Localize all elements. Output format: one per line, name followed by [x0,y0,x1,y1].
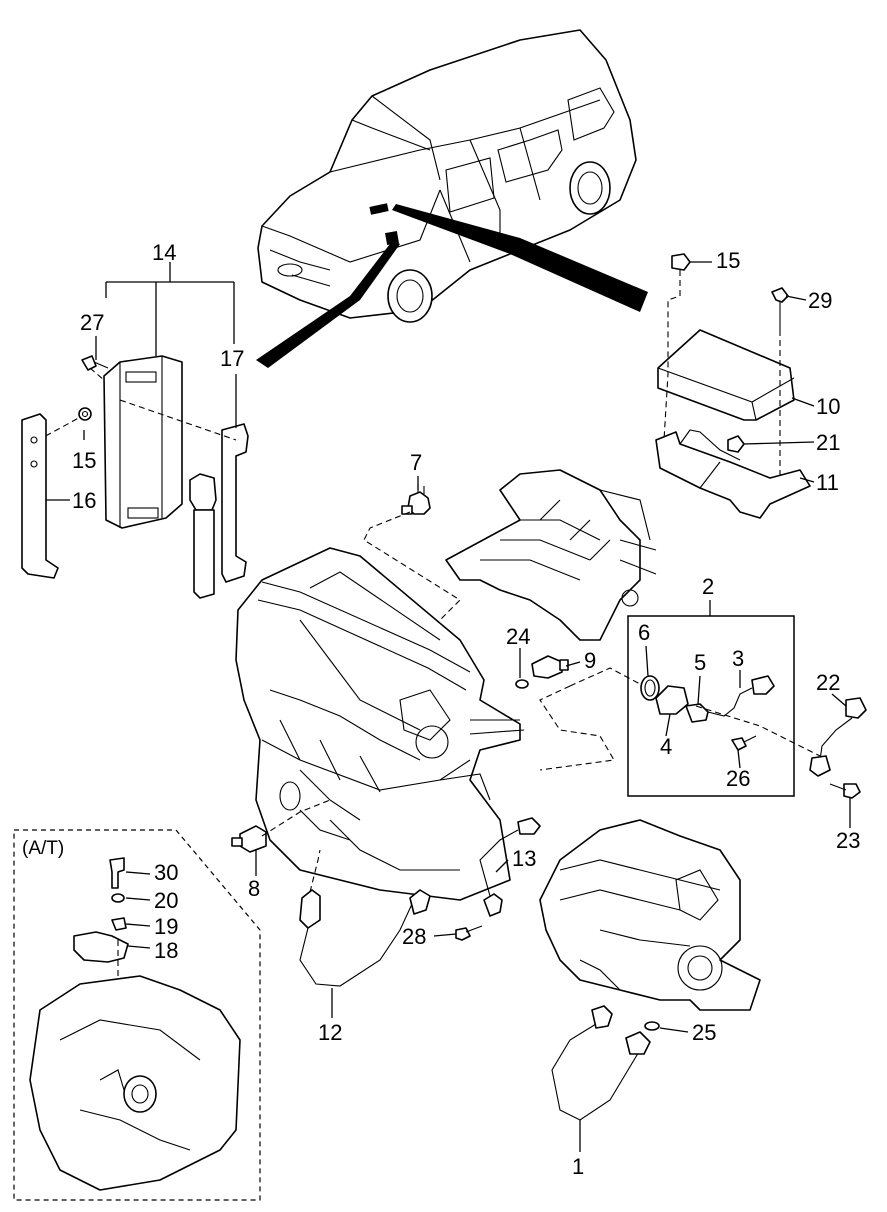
callout-2: 2 [702,574,714,599]
sensor-part-22 [809,697,867,777]
callout-18: 18 [154,938,178,963]
callout-1: 1 [572,1154,584,1179]
callout-4: 4 [660,734,672,759]
washer-part-24 [515,679,529,689]
sensor-part-9 [531,655,569,679]
callout-10: 10 [816,394,840,419]
pointer-arrow-left [256,240,400,368]
o-ring-part-25 [644,1021,660,1031]
callout-17: 17 [220,346,244,371]
bolt-part-23 [829,783,861,799]
bolt-part-28 [455,925,483,941]
transaxle [539,819,761,1011]
tcm-bracket-group [655,253,811,519]
leader-lines [46,261,851,1152]
callout-23: 23 [836,828,860,853]
pointer-arrow-right [392,204,648,312]
callout-19: 19 [154,914,178,939]
callout-22: 22 [816,670,840,695]
intake-manifold [445,469,657,641]
at-inset [13,829,261,1201]
sensor-part-7 [401,484,431,515]
callout-12: 12 [318,1020,342,1045]
ecm-bracket-group [21,355,249,599]
callout-11: 11 [816,470,839,495]
callout-8: 8 [248,876,260,901]
sensor-group-2 [539,615,821,797]
callout-6: 6 [638,620,650,645]
inset-label: (A/T) [22,838,64,859]
callout-27: 27 [80,310,104,335]
callout-29: 29 [808,288,832,313]
callout-7: 7 [410,450,422,475]
callout-3: 3 [732,646,744,671]
callout-15-left: 15 [72,448,96,473]
callout-5: 5 [694,650,706,675]
vehicle-illustration [257,29,637,323]
callout-28: 28 [402,924,426,949]
callout-14: 14 [152,240,176,265]
callout-21: 21 [816,430,840,455]
callout-30: 30 [154,860,178,885]
engine-block [235,547,525,901]
callout-24: 24 [506,624,530,649]
callout-9: 9 [584,648,596,673]
callout-16: 16 [72,488,96,513]
callout-26: 26 [726,766,750,791]
callout-15-right: 15 [716,248,740,273]
sensor-part-13 [479,817,541,917]
sensor-part-1 [551,1005,651,1121]
sensor-part-8 [231,825,267,853]
callout-25: 25 [692,1020,716,1045]
oxygen-sensor-part-12 [299,889,431,987]
callout-13: 13 [512,846,536,871]
callout-20: 20 [154,888,178,913]
